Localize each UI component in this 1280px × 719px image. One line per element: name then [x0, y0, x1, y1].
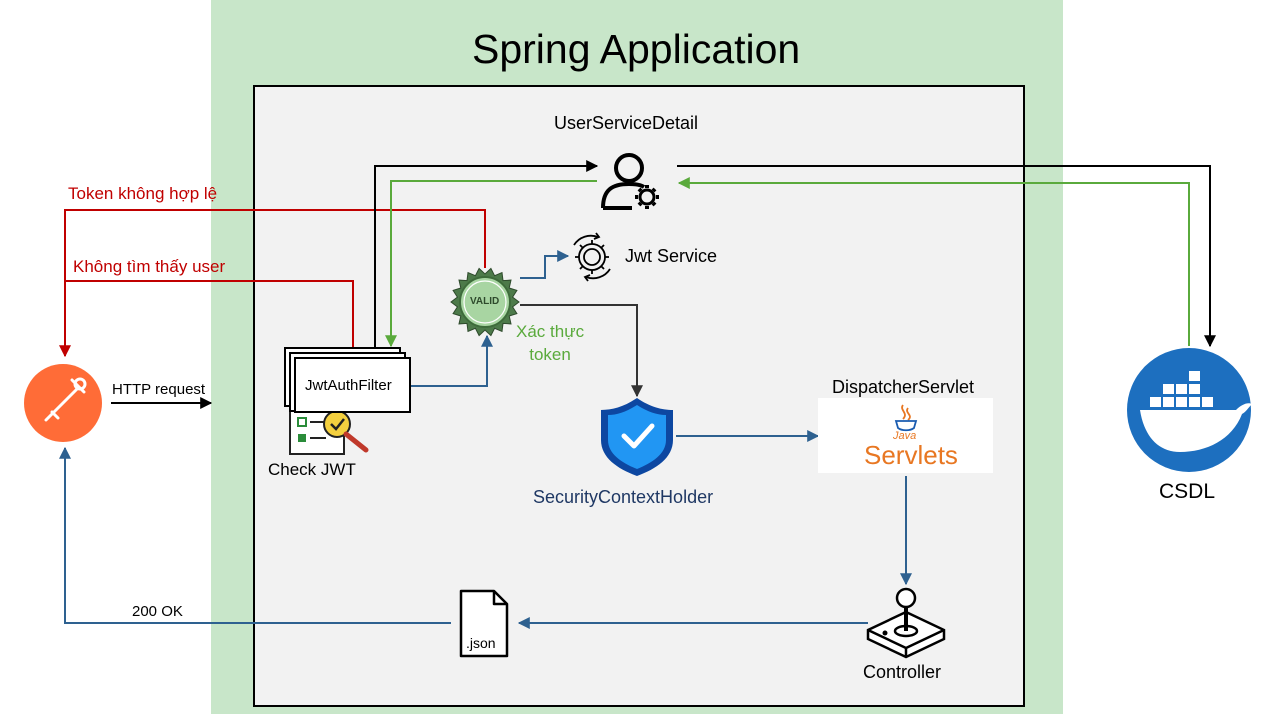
json-file-icon — [459, 589, 509, 658]
page-title: Spring Application — [472, 26, 801, 72]
arrow-filter-to-userservice — [374, 160, 599, 348]
check-jwt-label: Check JWT — [268, 460, 356, 479]
servlets-big-label: Servlets — [864, 440, 958, 470]
arrow-userservice-to-db — [677, 165, 1216, 348]
arrow-filter-to-valid — [411, 334, 493, 387]
postman-logo-icon — [24, 364, 102, 442]
arrow-db-to-userservice — [677, 177, 1190, 346]
joystick-icon — [866, 587, 946, 659]
arrow-valid-to-security — [520, 304, 643, 398]
security-context-label: SecurityContextHolder — [533, 487, 714, 507]
controller-label: Controller — [863, 662, 942, 682]
gear-cycle-icon — [573, 232, 611, 282]
http-request-label: HTTP request — [112, 381, 206, 398]
arrow-userservice-to-filter — [385, 180, 597, 348]
docker-whale-icon — [1127, 348, 1252, 472]
valid-badge-icon — [450, 267, 520, 337]
jwt-service-label: Jwt Service — [625, 246, 718, 266]
servlets-small-label: Java — [893, 430, 917, 442]
arrow-ok-response — [59, 446, 451, 624]
valid-badge-text: VALID — [470, 296, 500, 307]
servlets-logo-icon — [818, 398, 993, 473]
ok-response-label: 200 OK — [132, 603, 183, 620]
arrow-user-not-found — [65, 280, 354, 358]
json-file-label: .json — [466, 635, 496, 651]
jwt-filter-label: JwtAuthFilter — [305, 377, 392, 394]
arrow-valid-to-jwtservice — [520, 250, 570, 279]
user-not-found-label: Không tìm thấy user — [73, 257, 226, 276]
user-gear-icon — [601, 153, 659, 210]
shield-check-icon — [601, 398, 673, 476]
database-label: CSDL — [1159, 480, 1216, 503]
user-service-label: UserServiceDetail — [554, 113, 699, 133]
arrow-invalid-token — [59, 209, 486, 358]
invalid-token-label: Token không hợp lệ — [68, 184, 218, 203]
verify-token-label: Xác thực token — [516, 322, 585, 364]
dispatcher-label: DispatcherServlet — [832, 377, 975, 397]
jwt-filter-box — [284, 347, 411, 413]
